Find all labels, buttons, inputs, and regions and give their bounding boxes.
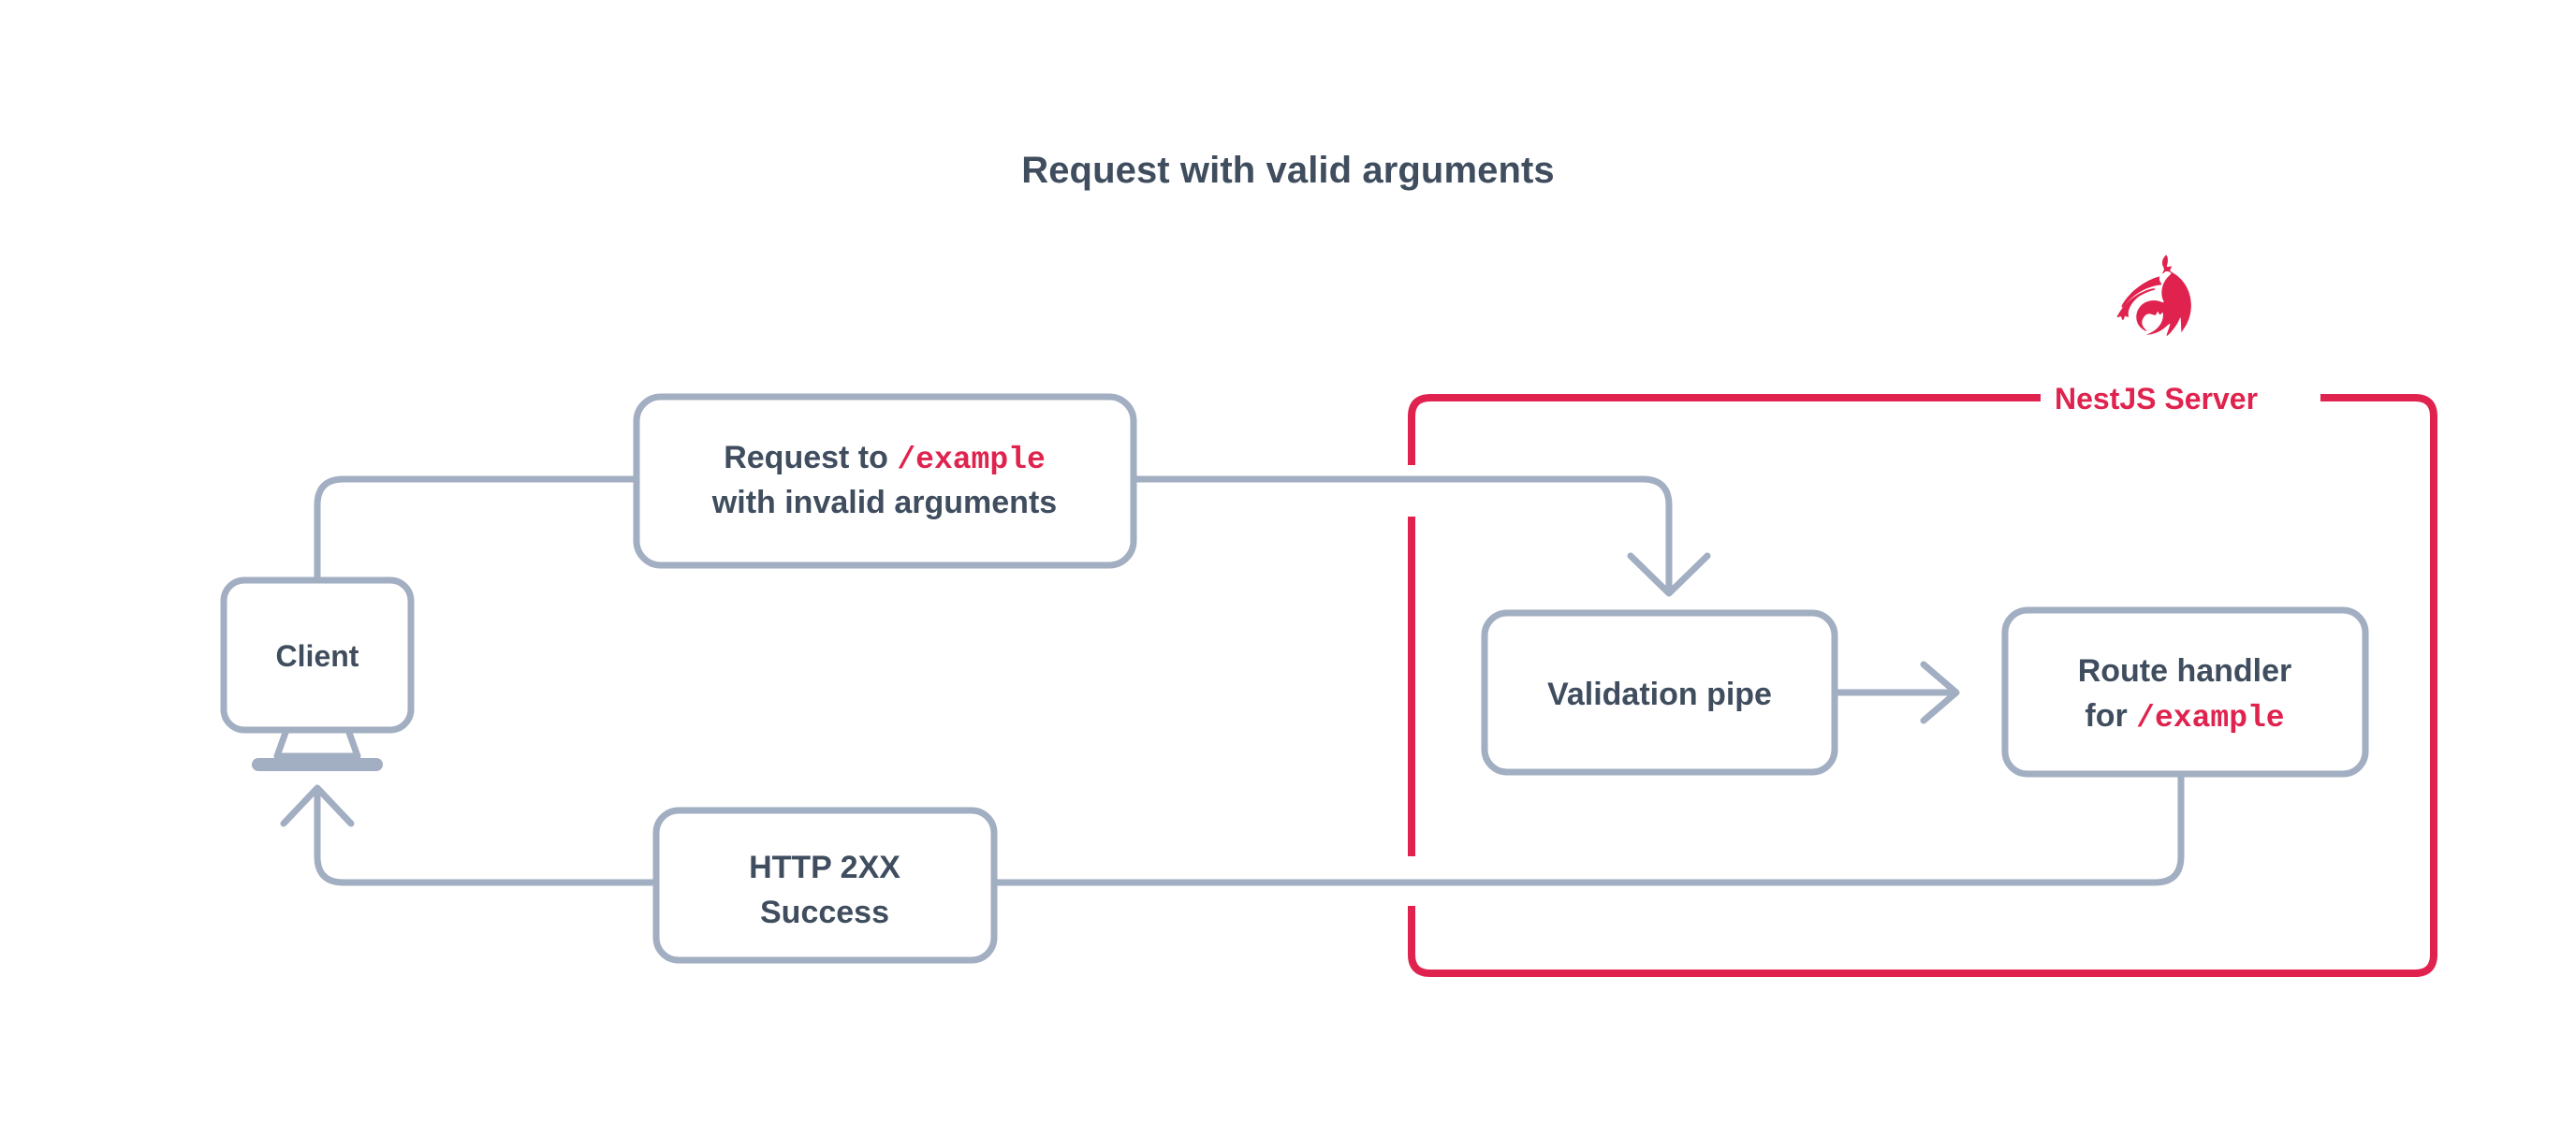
arrowhead-up-icon (280, 784, 355, 827)
route-handler-line2-prefix: for (2085, 698, 2136, 734)
nestjs-logo-icon (2116, 255, 2191, 336)
response-box-shape (652, 807, 998, 964)
connector-client-to-request (314, 475, 640, 584)
server-border-top-right (2320, 394, 2437, 417)
request-box-line1: Request to /example (724, 440, 1046, 477)
server-border-corner-bl (1408, 906, 1431, 977)
connector-route-handler-to-response (990, 770, 2185, 886)
page-title: Request with valid arguments (1021, 150, 1555, 191)
nestjs-cat-head-path (2136, 255, 2191, 336)
nestjs-cat-muzzle-path (2116, 288, 2156, 320)
monitor-stand-icon (273, 726, 361, 760)
validation-pipe-shape (1481, 609, 1838, 776)
route-handler-line2-code: /example (2136, 701, 2284, 736)
request-box[interactable]: Request to /example with invalid argumen… (633, 393, 1137, 569)
route-handler-shape (2001, 606, 2369, 778)
arrowhead-down-icon (1627, 552, 1711, 597)
monitor-screen-icon (220, 576, 415, 734)
server-border-corner-tl (1408, 394, 1431, 465)
nestjs-server-label: NestJS Server (2055, 382, 2258, 416)
request-box-shape (633, 393, 1137, 569)
arrowhead-right-icon (1920, 661, 1960, 724)
request-box-line1-code: /example (897, 443, 1045, 477)
route-handler-line2: for /example (2085, 698, 2284, 736)
request-box-line1-prefix: Request to (724, 440, 897, 475)
response-box-line1: HTTP 2XX (749, 850, 900, 885)
client-label: Client (276, 639, 359, 673)
client-node[interactable]: Client (220, 576, 415, 771)
response-box[interactable]: HTTP 2XX Success (652, 807, 998, 964)
route-handler-line1: Route handler (2078, 653, 2292, 689)
response-box-line2: Success (760, 895, 889, 930)
validation-pipe-label: Validation pipe (1547, 677, 1772, 712)
connector-request-to-validation (1130, 475, 1711, 597)
request-box-line2: with invalid arguments (711, 485, 1057, 520)
nestjs-cat-ear-path (2121, 276, 2162, 308)
connector-validation-to-route-handler (1831, 661, 1960, 724)
validation-pipe-box[interactable]: Validation pipe (1481, 609, 1838, 776)
nestjs-server-boundary (1408, 394, 2437, 977)
route-handler-box[interactable]: Route handler for /example (2001, 606, 2369, 778)
connector-response-to-client (280, 784, 660, 886)
server-border-bottom (1430, 954, 2437, 977)
